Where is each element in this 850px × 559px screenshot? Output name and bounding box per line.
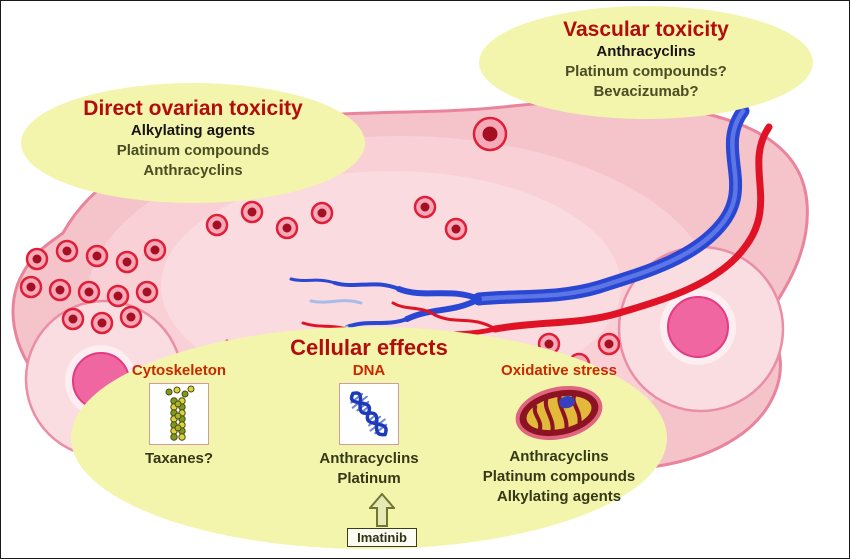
oxidative-agent: Platinum compounds bbox=[482, 468, 636, 485]
dna-helix-icon bbox=[339, 383, 399, 445]
dna-agent: Anthracyclins bbox=[319, 450, 419, 467]
vascular-title: Vascular toxicity bbox=[563, 18, 729, 41]
callout-direct-ovarian-toxicity: Direct ovarian toxicity Alkylating agent… bbox=[21, 83, 365, 203]
column-oxidative-stress: Oxidative stress bbox=[464, 362, 654, 507]
microtubule-icon bbox=[149, 383, 209, 445]
mitochondria-icon bbox=[511, 383, 607, 443]
ovarian-item: Alkylating agents bbox=[130, 122, 256, 139]
column-dna: DNA bbox=[274, 362, 464, 507]
ovarian-title: Direct ovarian toxicity bbox=[83, 97, 303, 120]
dna-agent: Platinum bbox=[337, 470, 401, 487]
ovarian-item: Anthracyclins bbox=[143, 162, 243, 179]
imatinib-label: Imatinib bbox=[347, 528, 417, 547]
imatinib-annotation: Imatinib bbox=[339, 493, 425, 547]
oxidative-stress-label: Oxidative stress bbox=[501, 362, 617, 379]
vascular-item: Anthracyclins bbox=[596, 43, 696, 60]
column-cytoskeleton: Cytoskeleton bbox=[84, 362, 274, 507]
dna-label: DNA bbox=[352, 362, 386, 379]
callout-cellular-effects: Cellular effects Cytoskeleton bbox=[71, 327, 667, 549]
oxidative-agent: Anthracyclins bbox=[509, 448, 609, 465]
small-follicle-cores bbox=[26, 126, 614, 369]
cellular-columns: Cytoskeleton bbox=[71, 362, 667, 507]
up-arrow-icon bbox=[369, 493, 395, 527]
cytoskeleton-label: Cytoskeleton bbox=[131, 362, 227, 379]
vascular-item: Bevacizumab? bbox=[593, 83, 699, 100]
vascular-item: Platinum compounds? bbox=[565, 63, 727, 80]
cytoskeleton-agent: Taxanes? bbox=[144, 450, 214, 467]
ovarian-item: Platinum compounds bbox=[116, 142, 270, 159]
callout-vascular-toxicity: Vascular toxicity Anthracyclins Platinum… bbox=[479, 6, 813, 119]
oxidative-agent: Alkylating agents bbox=[496, 488, 622, 505]
large-follicle-right bbox=[617, 245, 785, 413]
cellular-title: Cellular effects bbox=[290, 335, 448, 360]
